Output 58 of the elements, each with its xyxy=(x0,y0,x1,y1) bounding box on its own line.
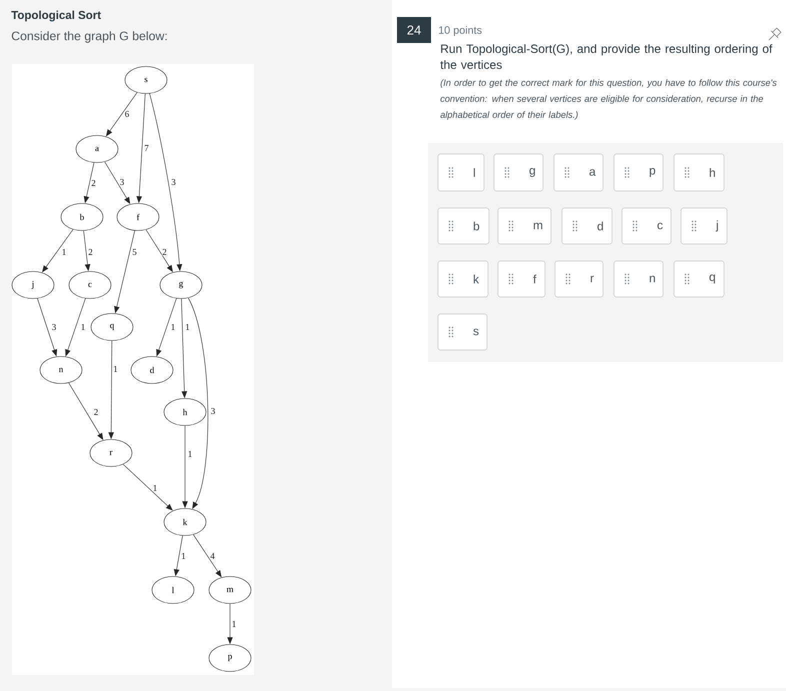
question-number-badge: 24 xyxy=(397,17,431,43)
answer-tile: g xyxy=(494,154,544,192)
edge-label: 7 xyxy=(144,144,150,152)
note-text: (In order to get the correct mark for this question, you have to follow this course's convention: when several vertices are eligible for consideration, recurse in the alphabetical order of their labels.) xyxy=(440,79,777,120)
edge-label: 1 xyxy=(61,248,67,256)
question-text: Run Topological-Sort(G), and provide the resulting ordering of the vertices xyxy=(440,44,772,69)
answer-tile: r xyxy=(554,260,604,298)
answer-tile: f xyxy=(498,260,546,298)
edge-label: 1 xyxy=(170,324,176,330)
edge-label: 1 xyxy=(112,366,118,372)
answer-tile: c xyxy=(622,208,672,244)
graph-node: j xyxy=(12,271,54,299)
graph-node: q xyxy=(90,313,134,341)
edge-label: 1 xyxy=(152,484,158,492)
edge-label: 1 xyxy=(187,450,193,458)
answer-tile: l xyxy=(438,154,484,192)
edge-label: 1 xyxy=(80,324,86,330)
answer-tile: k xyxy=(438,260,488,298)
edge-label: 1 xyxy=(184,324,190,330)
graph-node: b xyxy=(60,203,104,231)
graph-node: h xyxy=(164,398,206,426)
edge-label: 2 xyxy=(88,248,94,256)
graph-node: p xyxy=(208,644,252,672)
edge-label: 6 xyxy=(124,110,130,118)
edge-label: 2 xyxy=(162,248,168,256)
graph-node: f xyxy=(116,203,160,231)
graph-node: s xyxy=(124,66,168,94)
edge-label: 1 xyxy=(180,552,186,560)
graph-node: l xyxy=(152,576,194,604)
graph-node: g xyxy=(160,271,202,299)
edge-label: 2 xyxy=(93,408,99,416)
edge-label: 3 xyxy=(51,324,57,330)
answer-tile: m xyxy=(498,208,552,244)
answer-tile: p xyxy=(614,154,664,192)
title: Topological Sort xyxy=(11,10,101,22)
edge-label: 4 xyxy=(210,552,216,560)
answer-tile: h xyxy=(674,154,724,192)
answer-tile: b xyxy=(438,208,490,244)
answer-tile: a xyxy=(554,154,604,192)
graph-node: c xyxy=(68,271,112,299)
edge-label: 3 xyxy=(170,178,176,186)
answer-tile: s xyxy=(438,314,488,350)
edge-label: 1 xyxy=(231,620,237,628)
answer-tile: n xyxy=(614,260,664,298)
edge-label: 3 xyxy=(119,178,125,186)
edge-label: 2 xyxy=(90,180,96,186)
instruction-text: Consider the graph G below: xyxy=(12,31,167,43)
graph-node: a xyxy=(76,135,118,163)
answer-tile: d xyxy=(562,208,612,244)
edge-label: 5 xyxy=(132,248,138,256)
edge-label: 3 xyxy=(210,408,216,414)
graph-node: n xyxy=(40,356,82,384)
graph-node: k xyxy=(164,508,206,536)
graph-node: d xyxy=(130,356,174,384)
answer-tile: q xyxy=(674,260,724,298)
answer-tile: j xyxy=(680,208,728,244)
graph-node: m xyxy=(208,576,252,604)
graph-node: r xyxy=(90,439,132,467)
